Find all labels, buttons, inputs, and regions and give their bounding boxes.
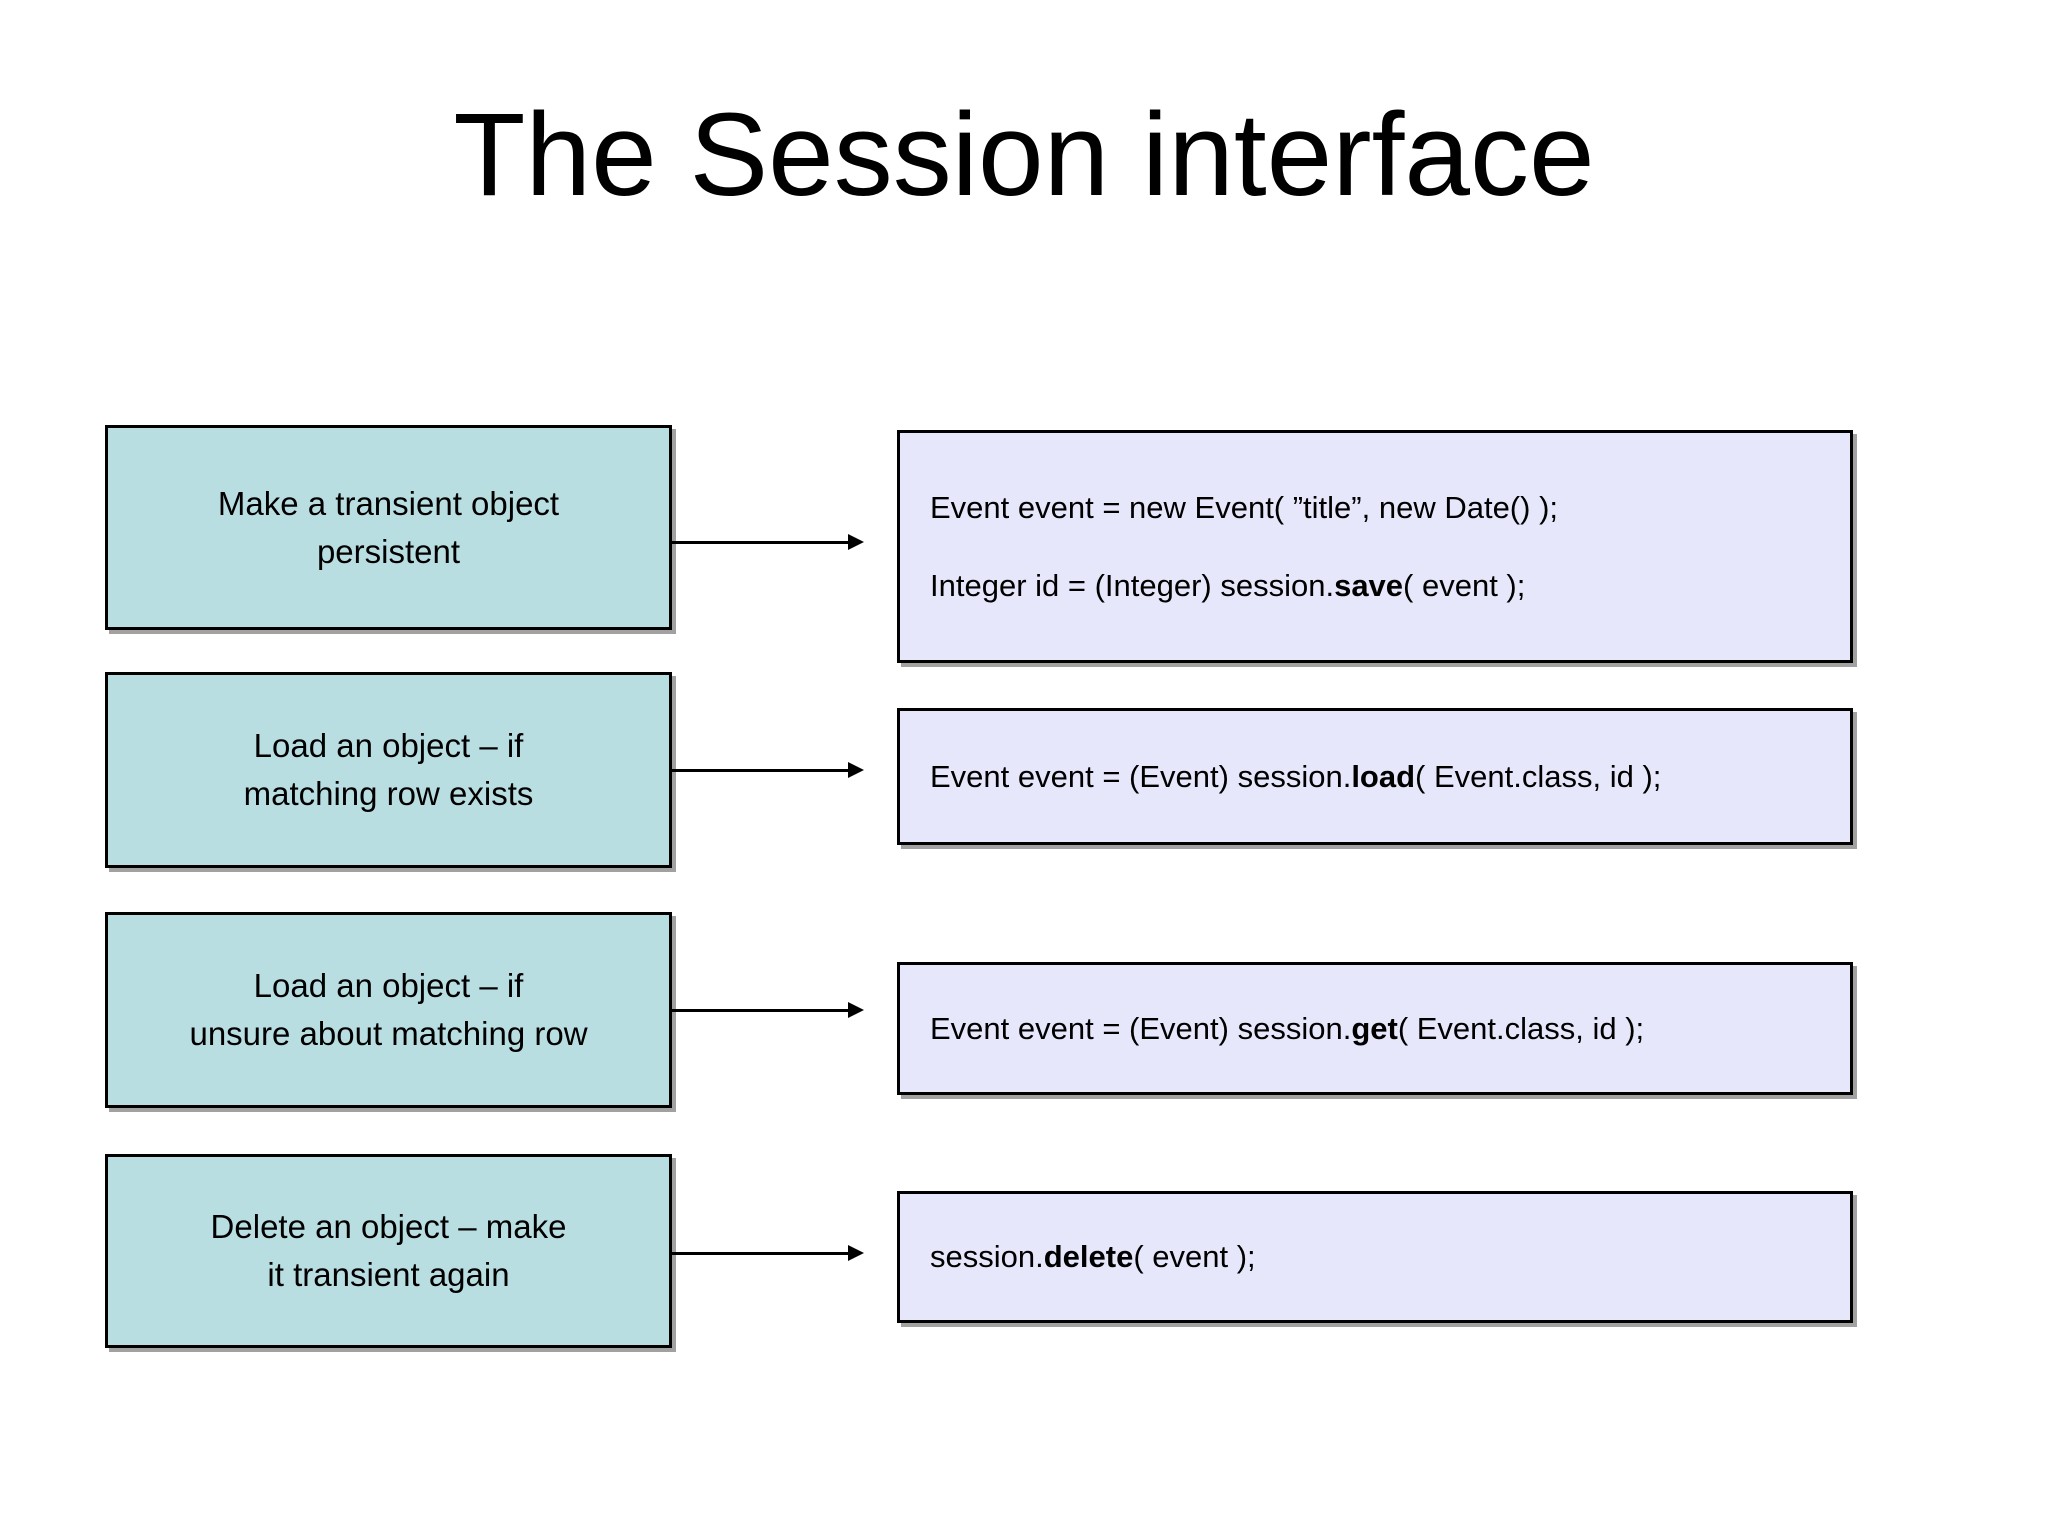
- code-post: ( Event.class, id );: [1397, 1010, 1645, 1046]
- code-box-get: Event event = (Event) session.get( Event…: [897, 962, 1853, 1095]
- label-line: it transient again: [267, 1256, 510, 1293]
- code-line: Event event = (Event) session.load( Even…: [930, 758, 1850, 796]
- arrow-line: [672, 541, 848, 544]
- label-box-make-persistent: Make a transient object persistent: [105, 425, 672, 630]
- label-line: Delete an object – make: [210, 1208, 567, 1245]
- code-bold: delete: [1043, 1239, 1134, 1274]
- label-line: unsure about matching row: [189, 1015, 588, 1052]
- label-box-delete: Delete an object – make it transient aga…: [105, 1154, 672, 1348]
- code-line: Event event = (Event) session.get( Event…: [930, 1010, 1850, 1048]
- code-bold: load: [1351, 758, 1416, 794]
- code-line: Integer id = (Integer) session.save( eve…: [930, 567, 1850, 605]
- arrow-row-2: [672, 762, 864, 778]
- code-pre: Integer id = (Integer) session.: [930, 567, 1335, 603]
- label-box-load-exists: Load an object – if matching row exists: [105, 672, 672, 868]
- arrow-line: [672, 1009, 848, 1012]
- label-line: matching row exists: [243, 775, 534, 812]
- code-bold: save: [1334, 567, 1404, 603]
- code-pre: session.: [930, 1239, 1044, 1274]
- page-title: The Session interface: [453, 89, 1595, 221]
- code-box-load: Event event = (Event) session.load( Even…: [897, 708, 1853, 845]
- code-pre: Event event = (Event) session.: [930, 1010, 1352, 1046]
- code-pre: Event event = (Event) session.: [930, 758, 1352, 794]
- arrow-head-icon: [848, 534, 864, 550]
- arrow-row-1: [672, 534, 864, 550]
- label-box-load-unsure: Load an object – if unsure about matchin…: [105, 912, 672, 1108]
- arrow-line: [672, 1252, 848, 1255]
- code-box-delete: session.delete( event );: [897, 1191, 1853, 1323]
- code-pre: Event event = new Event( ”title”, new Da…: [930, 489, 1559, 525]
- label-line: Load an object – if: [253, 727, 524, 764]
- arrow-row-3: [672, 1002, 864, 1018]
- label-line: persistent: [316, 532, 461, 570]
- code-line: Event event = new Event( ”title”, new Da…: [930, 489, 1850, 527]
- label-line: Load an object – if: [253, 967, 524, 1004]
- arrow-head-icon: [848, 1245, 864, 1261]
- code-post: ( event );: [1403, 567, 1526, 603]
- code-post: ( Event.class, id );: [1415, 758, 1662, 794]
- code-bold: get: [1351, 1010, 1398, 1046]
- arrow-row-4: [672, 1245, 864, 1261]
- code-line: session.delete( event );: [930, 1238, 1850, 1276]
- arrow-head-icon: [848, 762, 864, 778]
- code-post: ( event );: [1133, 1239, 1256, 1274]
- code-box-save: Event event = new Event( ”title”, new Da…: [897, 430, 1853, 663]
- arrow-head-icon: [848, 1002, 864, 1018]
- label-line: Make a transient object: [217, 484, 560, 522]
- arrow-line: [672, 769, 848, 772]
